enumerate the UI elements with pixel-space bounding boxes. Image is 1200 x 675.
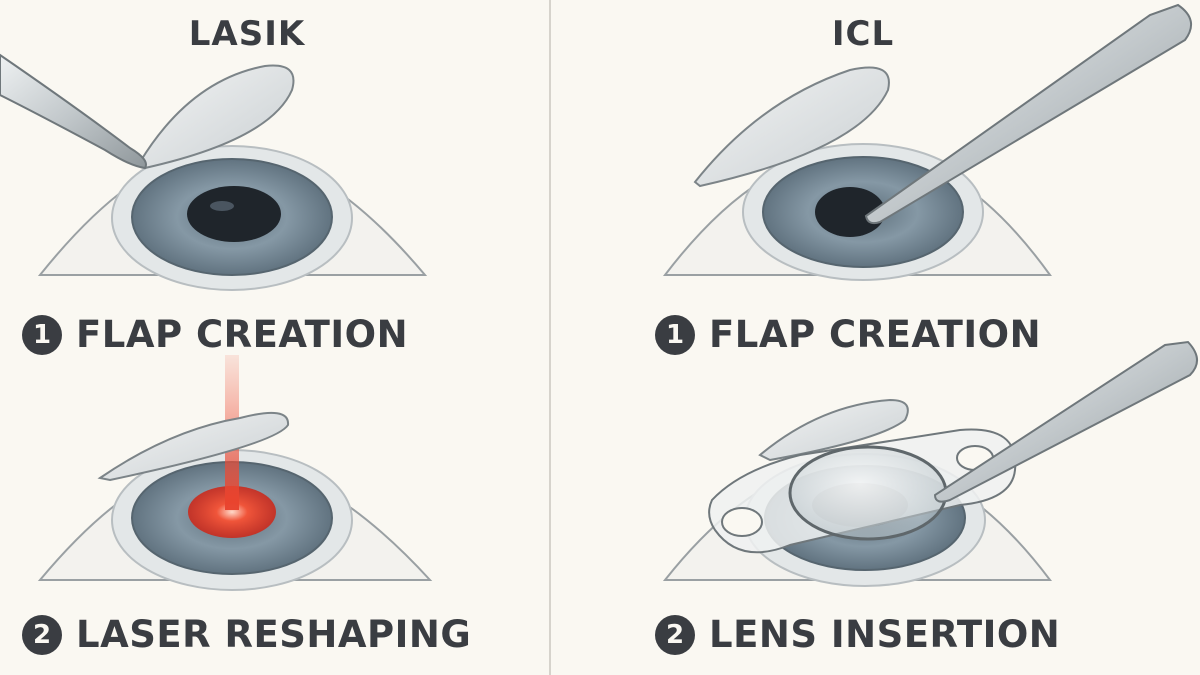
step-label: LASER RESHAPING [76,613,472,656]
corneal-flap [138,64,295,170]
step-item: 1 FLAP CREATION [655,313,1041,356]
lasik-panel: LASIK 1 FLAP CREATION 2 LASER RESHAPING [0,0,549,675]
icl-step2-illustration [662,340,1198,587]
probe-instrument [933,340,1198,503]
panel-divider [549,0,551,675]
icl-step1-illustration [662,3,1193,281]
icl-panel: ICL 1 FLAP CREATION 2 LENS INSERTION [551,0,1200,675]
lasik-step1-illustration [0,53,428,291]
pupil-highlight [210,201,234,211]
panel-title: LASIK [188,14,306,54]
step-item: 2 LENS INSERTION [655,613,1060,656]
spatula-instrument [0,53,147,170]
step-number-badge: 2 [655,614,695,655]
panel-title: ICL [831,14,895,54]
step-label: FLAP CREATION [76,313,409,356]
pupil [815,187,885,237]
step-label: LENS INSERTION [709,613,1061,656]
lasik-step2-illustration [37,355,433,591]
corneal-flap [758,398,909,462]
step-item: 1 FLAP CREATION [22,313,408,356]
icl-haptic-hole-left [721,507,763,537]
step-item: 2 LASER RESHAPING [22,613,471,656]
step-number-badge: 1 [655,314,695,355]
corneal-flap [97,411,290,482]
probe-instrument [864,3,1193,225]
step-number-badge: 2 [22,614,62,655]
laser-treated-pupil [188,486,276,538]
step-label: FLAP CREATION [709,313,1042,356]
step-number-badge: 1 [22,314,62,355]
corneal-flap [693,66,890,188]
pupil [187,186,281,242]
